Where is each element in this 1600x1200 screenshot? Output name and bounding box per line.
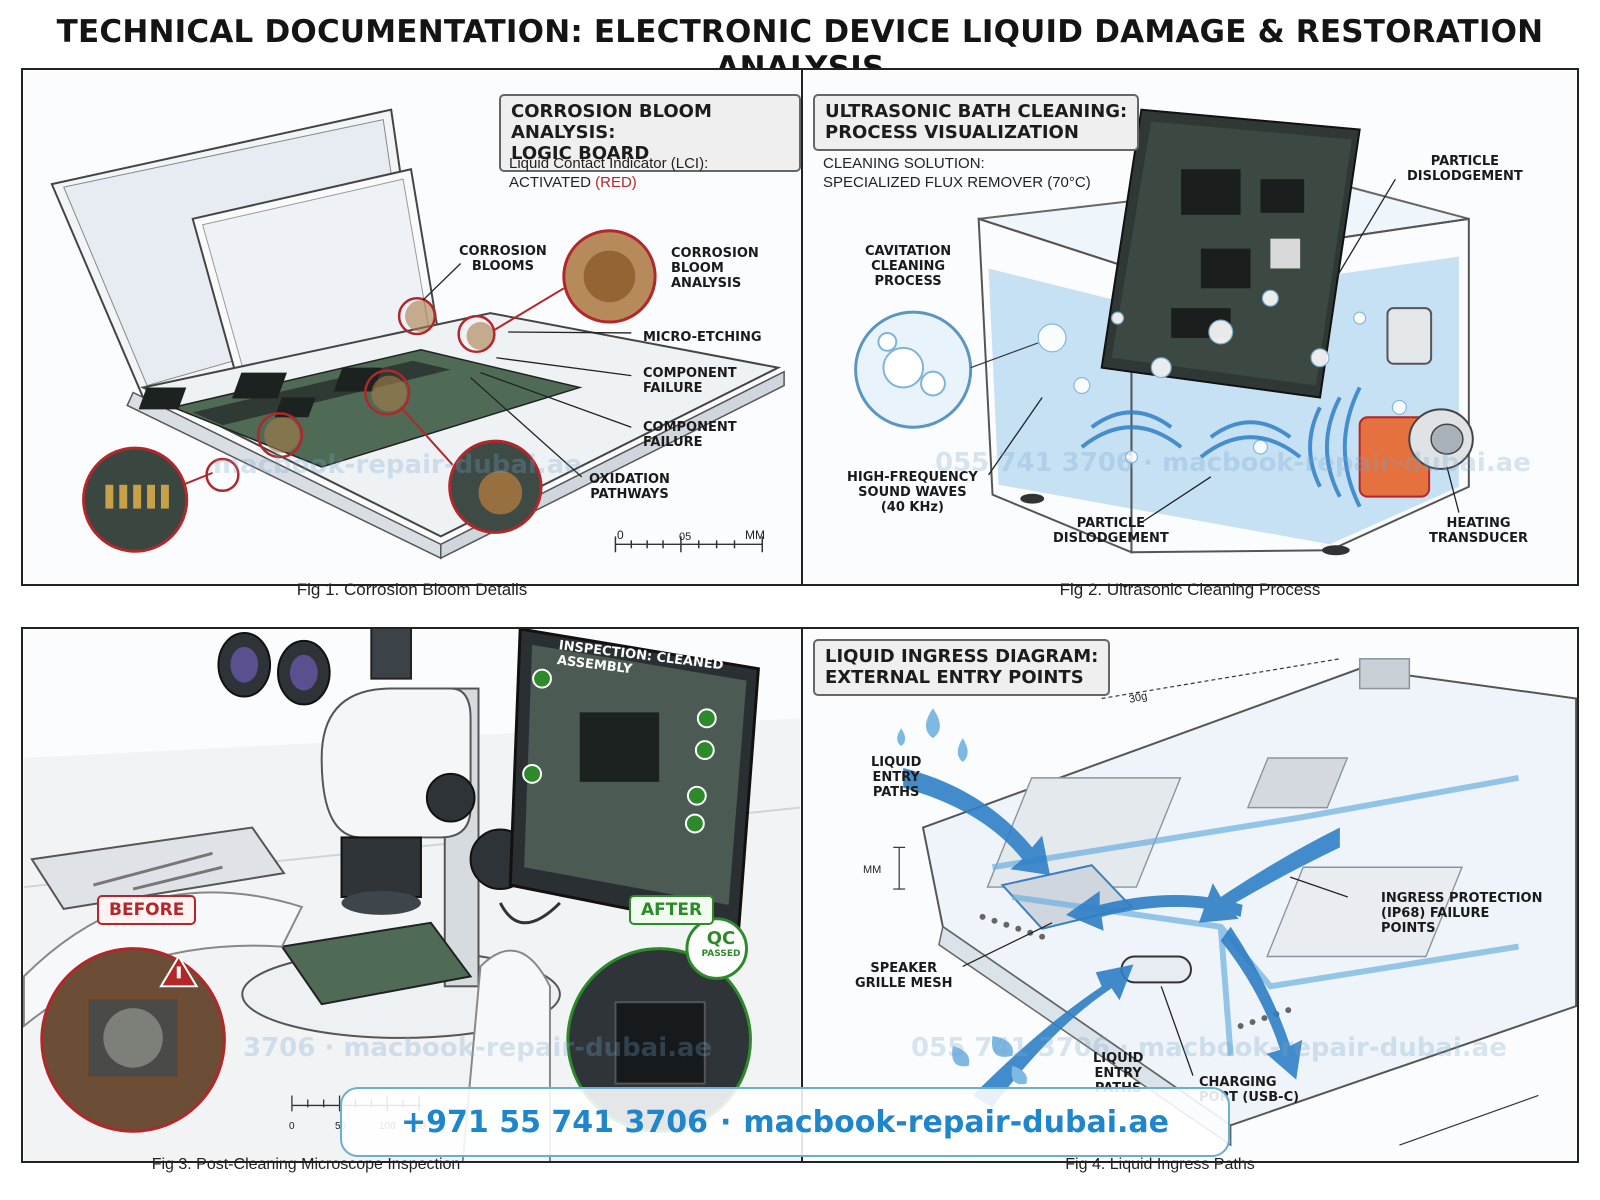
fig1-heading: CORROSION BLOOM ANALYSIS: LOGIC BOARD [499,94,801,172]
scale-start: 0 [617,528,624,542]
after-tag: AFTER [629,895,715,925]
fig2-caption: Fig 2. Ultrasonic Cleaning Process [1059,580,1321,599]
panel-corrosion-bloom: macbook-repair-dubai.ae CORROSION BLOOM … [21,68,803,586]
fig4-heading-line1: LIQUID INGRESS DIAGRAM: [825,646,1099,667]
watermark: 3706 · macbook-repair-dubai.ae [243,1033,713,1063]
banner-separator: · [719,1104,732,1140]
dimension-30g: 30g [1127,690,1149,706]
watermark: 055 741 3706 · macbook-repair-dubai.ae [935,448,1531,478]
cleaning-solution-label: CLEANING SOLUTION: [823,155,985,172]
microscope-illustration [23,629,801,1161]
banner-phone[interactable]: +971 55 741 3706 [401,1104,708,1140]
fig1-heading-line1: CORROSION BLOOM ANALYSIS: [511,101,712,143]
fig3-caption: Fig 3. Post-Cleaning Microscope Inspecti… [151,1156,461,1173]
lci-label: Liquid Contact Indicator (LCI): [509,155,709,172]
fig1-heading-line2: LOGIC BOARD [511,143,650,164]
ultrasonic-bath-illustration [854,108,1474,556]
laptop-illustration [50,108,785,560]
watermark: macbook-repair-dubai.ae [213,450,582,480]
cleaning-solution-value: SPECIALIZED FLUX REMOVER (70°C) [823,174,1091,191]
lci-color: (RED) [595,174,637,191]
lci-status: ACTIVATED [509,174,591,191]
contact-banner[interactable]: +971 55 741 3706 · macbook-repair-dubai.… [340,1087,1230,1157]
panel-liquid-ingress: 055 741 3706 · macbook-repair-dubai.ae L… [801,627,1579,1163]
scale-unit: MM [745,528,765,542]
fig2-heading-line2: PROCESS VISUALIZATION [825,122,1079,143]
fig4-heading-line2: EXTERNAL ENTRY POINTS [825,667,1084,688]
qc-passed-badge: QC PASSED [701,928,741,960]
fig2-heading-line1: ULTRASONIC BATH CLEANING: [825,101,1128,122]
banner-site[interactable]: macbook-repair-dubai.ae [743,1104,1169,1140]
fig1-caption: Fig 1. Corrosion Bloom Details [296,580,528,599]
fig2-heading: ULTRASONIC BATH CLEANING: PROCESS VISUAL… [813,94,1140,151]
lci-note: Liquid Contact Indicator (LCI): ACTIVATE… [509,154,708,192]
panel-microscope-inspection: 3706 · macbook-repair-dubai.ae INSPECTIO… [21,627,803,1163]
watermark: 055 741 3706 · macbook-repair-dubai.ae [911,1033,1507,1063]
panel-ultrasonic-cleaning: 055 741 3706 · macbook-repair-dubai.ae U… [801,68,1579,586]
fig4-caption: Fig 4. Liquid Ingress Paths [1065,1156,1255,1173]
label-micro-etching: MICRO-ETCHING [643,330,762,345]
scale-mid: 05 [679,531,692,543]
fig4-heading: LIQUID INGRESS DIAGRAM: EXTERNAL ENTRY P… [813,639,1111,696]
phone-ingress-illustration [893,658,1577,1147]
before-tag: BEFORE [97,895,197,925]
ruler-start: 0 [289,1121,295,1132]
dimension-mm: MM [863,864,882,876]
cleaning-solution-note: CLEANING SOLUTION: SPECIALIZED FLUX REMO… [823,154,1091,192]
